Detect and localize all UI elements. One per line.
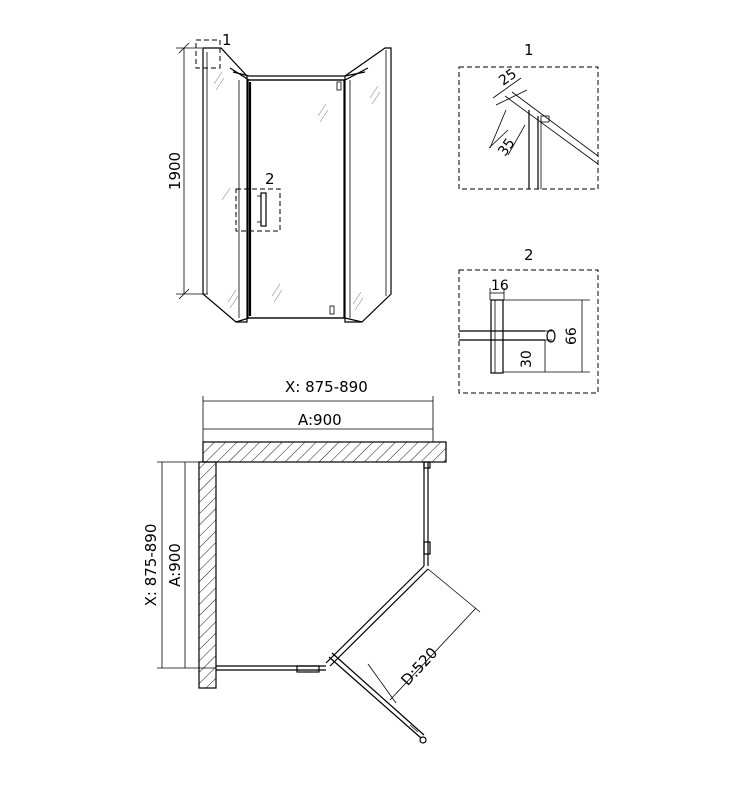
door-dimension: D:520 — [367, 568, 481, 704]
callout-label-1: 1 — [222, 31, 232, 49]
detail-2-title: 2 — [524, 246, 534, 264]
right-side-panel — [344, 47, 392, 323]
detail-2-dim-right: 66 — [564, 327, 580, 345]
callout-box-2 — [235, 188, 281, 232]
plan-left-range: X: 875-890 — [142, 524, 160, 607]
plan-top-range: X: 875-890 — [285, 378, 368, 396]
detail-1-title: 1 — [524, 41, 534, 59]
bottom-fixed-panel — [216, 665, 326, 673]
detail-2: 2 16 66 30 — [458, 246, 599, 394]
back-wall — [202, 441, 447, 463]
bottom-frame — [235, 317, 363, 323]
front-view: 1900 — [166, 31, 392, 323]
detail-1: 1 25 35 — [458, 41, 599, 190]
height-dimension: 1900 — [166, 42, 208, 300]
detail-2-frame — [458, 269, 599, 394]
center-door — [247, 79, 345, 319]
door-size-label: D:520 — [397, 644, 441, 689]
callout-box-1 — [195, 39, 221, 69]
detail-1-dim-a: 25 — [496, 66, 520, 89]
door-handle — [257, 192, 267, 227]
detail-2-dim-bottom: 30 — [519, 350, 535, 368]
detail-2-dim-top: 16 — [491, 278, 509, 294]
plan-top-size: A:900 — [298, 411, 342, 429]
plan-view: X: 875-890 A:900 X: 875-890 A:900 — [142, 378, 481, 744]
callout-label-2: 2 — [265, 170, 275, 188]
left-side-panel — [202, 47, 248, 323]
right-fixed-panel — [423, 461, 431, 566]
plan-left-size: A:900 — [166, 543, 184, 587]
side-wall — [198, 461, 217, 689]
height-label: 1900 — [166, 152, 184, 190]
door-panel-plan — [325, 565, 429, 744]
